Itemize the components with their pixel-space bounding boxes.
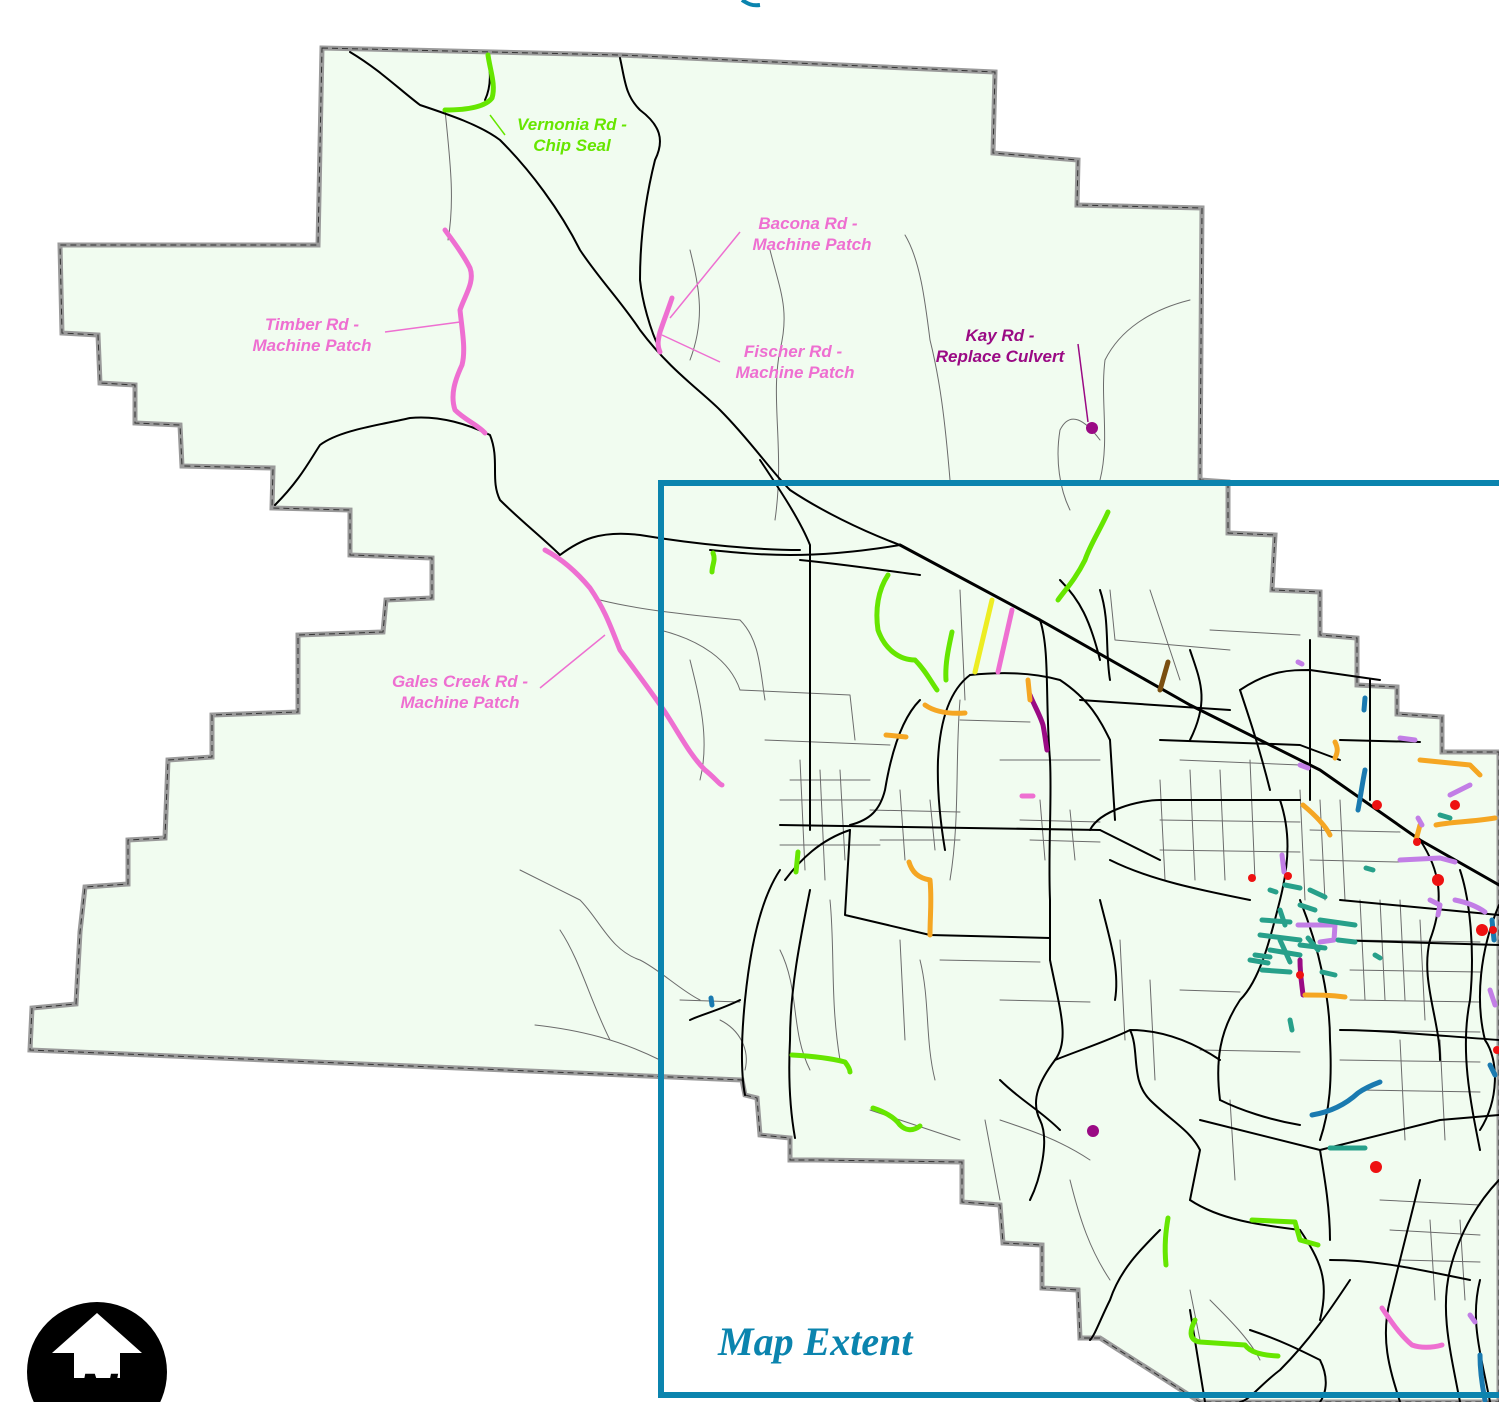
timber-label-line1: Timber Rd - — [265, 315, 359, 334]
culvert-points — [1086, 422, 1099, 1137]
chip-seal-projects — [442, 52, 1321, 1359]
major-roads — [274, 51, 1499, 1402]
kay-label: Kay Rd - Replace Culvert — [936, 326, 1066, 366]
timber-label: Timber Rd - Machine Patch — [252, 315, 371, 355]
gales-creek-label: Gales Creek Rd - Machine Patch — [392, 672, 528, 712]
north-arrow-icon: N — [27, 1302, 167, 1402]
fischer-label-line2: Machine Patch — [735, 363, 854, 382]
north-arrow-letter: N — [77, 1361, 119, 1402]
overlay-projects — [883, 677, 1498, 1000]
vernonia-label: Vernonia Rd - Chip Seal — [517, 115, 627, 155]
kay-label-line2: Replace Culvert — [936, 347, 1066, 366]
machine-patch-projects — [442, 227, 1445, 1350]
minor-roads — [444, 109, 1481, 1361]
kay-label-line1: Kay Rd - — [966, 326, 1035, 345]
timber-label-line2: Machine Patch — [252, 336, 371, 355]
gales-creek-label-line2: Machine Patch — [400, 693, 519, 712]
bacona-label-line2: Machine Patch — [752, 235, 871, 254]
slurry-projects — [1247, 812, 1453, 1151]
bacona-label: Bacona Rd - Machine Patch — [752, 214, 871, 254]
map-extent-frame — [658, 480, 1499, 1398]
fischer-label-line1: Fischer Rd - — [744, 342, 843, 361]
red-spots — [1248, 800, 1499, 1173]
vernonia-label-line1: Vernonia Rd - — [517, 115, 627, 134]
gales-creek-label-line1: Gales Creek Rd - — [392, 672, 528, 691]
title-fragment — [740, 0, 761, 8]
crack-seal-projects — [1279, 659, 1498, 1325]
bacona-label-line1: Bacona Rd - — [758, 214, 858, 233]
brown-projects — [1157, 659, 1171, 693]
county-boundary-inner — [29, 47, 1499, 1402]
leader-lines — [384, 114, 1089, 689]
yellow-projects — [972, 597, 995, 675]
replace-culvert-projects — [1027, 692, 1306, 998]
fischer-label: Fischer Rd - Machine Patch — [735, 342, 854, 382]
map-extent-label: Map Extent — [717, 1319, 914, 1364]
vernonia-label-line2: Chip Seal — [533, 136, 612, 155]
